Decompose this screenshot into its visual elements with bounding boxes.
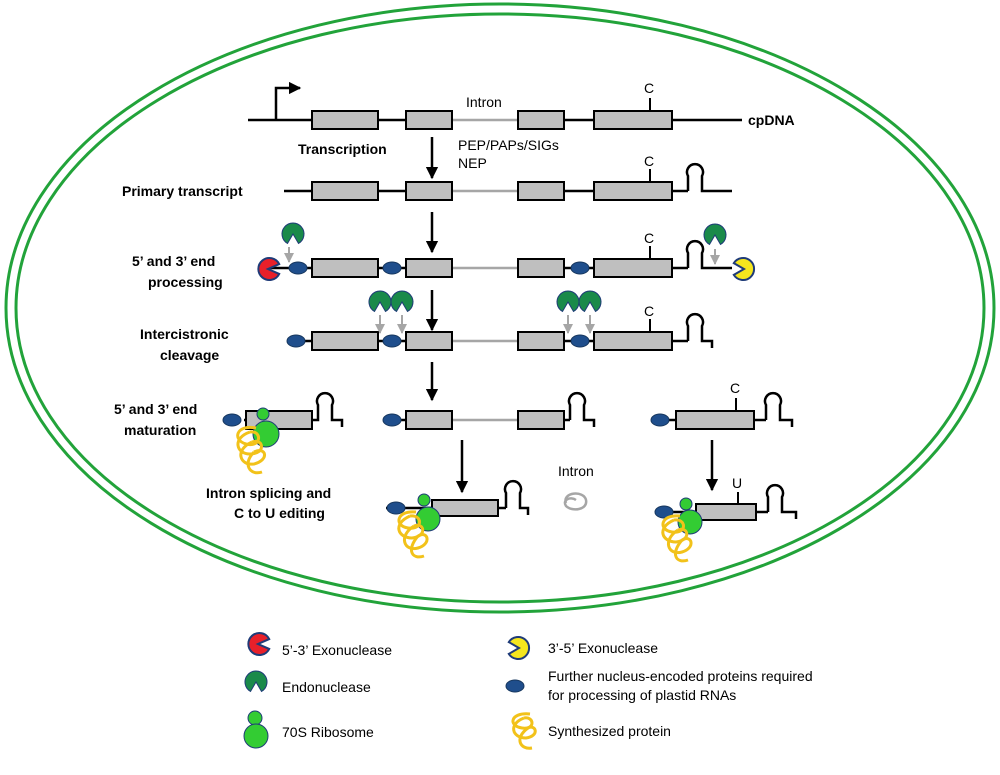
c-label-primary: C — [644, 153, 654, 169]
processing-protein — [570, 334, 590, 348]
mature-mrna-right — [650, 391, 794, 430]
exonuclease-5-3-icon — [257, 257, 281, 281]
primary-transcript — [284, 162, 732, 201]
intercistronic-cleavage-transcript — [286, 290, 714, 351]
end-processing-label-line1: 5’ and 3’ end — [132, 253, 215, 269]
processing-protein — [222, 413, 242, 427]
polymerases-label-line1: PEP/PAPs/SIGs — [458, 137, 559, 153]
legend-further-label-line2: for processing of plastid RNAs — [548, 687, 736, 703]
endonuclease-icon — [556, 290, 580, 313]
synthesized-protein-icon — [397, 510, 429, 559]
processing-protein — [650, 413, 670, 427]
intercistronic-label-line2: cleavage — [160, 347, 219, 363]
synthesized-protein-icon — [661, 514, 693, 563]
exonuclease-3-5-icon — [732, 257, 756, 281]
c-label-cleavage: C — [644, 303, 654, 319]
processing-protein — [382, 334, 402, 348]
c-label-top: C — [644, 80, 654, 96]
intron-label-top: Intron — [466, 94, 502, 110]
cpdna-label: cpDNA — [748, 112, 795, 128]
splicing-label-line2: C to U editing — [234, 505, 325, 521]
end-processing-label-line2: processing — [148, 274, 223, 290]
legend-synthesized-protein-icon — [511, 712, 537, 750]
intron-lariat-icon — [563, 492, 588, 511]
mature-mrna-middle — [382, 391, 596, 430]
legend: 5’-3’ Exonuclease 3’-5’ Exonuclease Endo… — [243, 632, 813, 750]
legend-ribosome-label: 70S Ribosome — [282, 724, 374, 740]
processing-protein — [386, 501, 406, 515]
legend-exo35-label: 3’-5’ Exonuclease — [548, 640, 658, 656]
processing-protein — [288, 261, 308, 275]
u-label-edited: U — [732, 475, 742, 491]
processing-protein — [382, 413, 402, 427]
chloroplast-envelope — [4, 2, 996, 614]
transcription-label: Transcription — [298, 141, 387, 157]
splicing-label-line1: Intron splicing and — [206, 485, 331, 501]
mature-mrna-left — [222, 391, 344, 475]
c-label-maturation: C — [730, 380, 740, 396]
c-label-processing: C — [644, 230, 654, 246]
intron-label-free: Intron — [558, 463, 594, 479]
maturation-label-line1: 5’ and 3’ end — [114, 401, 197, 417]
legend-further-label-line1: Further nucleus-encoded proteins require… — [548, 668, 813, 684]
endonuclease-icon — [281, 222, 305, 245]
processing-protein — [286, 334, 306, 348]
processing-protein — [570, 261, 590, 275]
legend-endo-label: Endonuclease — [282, 679, 371, 695]
primary-transcript-label: Primary transcript — [122, 183, 243, 199]
edited-mrna — [654, 483, 798, 563]
legend-exonuclease-3-5-icon — [507, 636, 531, 660]
maturation-label-line2: maturation — [124, 422, 196, 438]
legend-exonuclease-5-3-icon — [247, 632, 271, 656]
legend-exo53-label: 5’-3’ Exonuclease — [282, 642, 392, 658]
endonuclease-icon — [578, 290, 602, 313]
legend-endonuclease-icon — [244, 670, 268, 693]
legend-synth-label: Synthesized protein — [548, 723, 671, 739]
synthesized-protein-icon — [236, 425, 266, 475]
endonuclease-icon — [703, 223, 727, 246]
legend-ribosome-70s-icon — [243, 710, 269, 749]
spliced-mrna — [386, 479, 530, 559]
endonuclease-icon — [390, 290, 414, 313]
legend-processing-protein-icon — [505, 679, 525, 693]
processing-protein — [382, 261, 402, 275]
promoter-arrow-icon — [274, 81, 302, 120]
endonuclease-icon — [368, 290, 392, 313]
intercistronic-label-line1: Intercistronic — [140, 326, 229, 342]
end-processing-transcript — [257, 222, 756, 281]
ribosome-70s-icon — [415, 493, 441, 532]
processing-protein — [654, 505, 674, 519]
polymerases-label-line2: NEP — [458, 155, 487, 171]
cpdna-gene — [248, 81, 742, 130]
